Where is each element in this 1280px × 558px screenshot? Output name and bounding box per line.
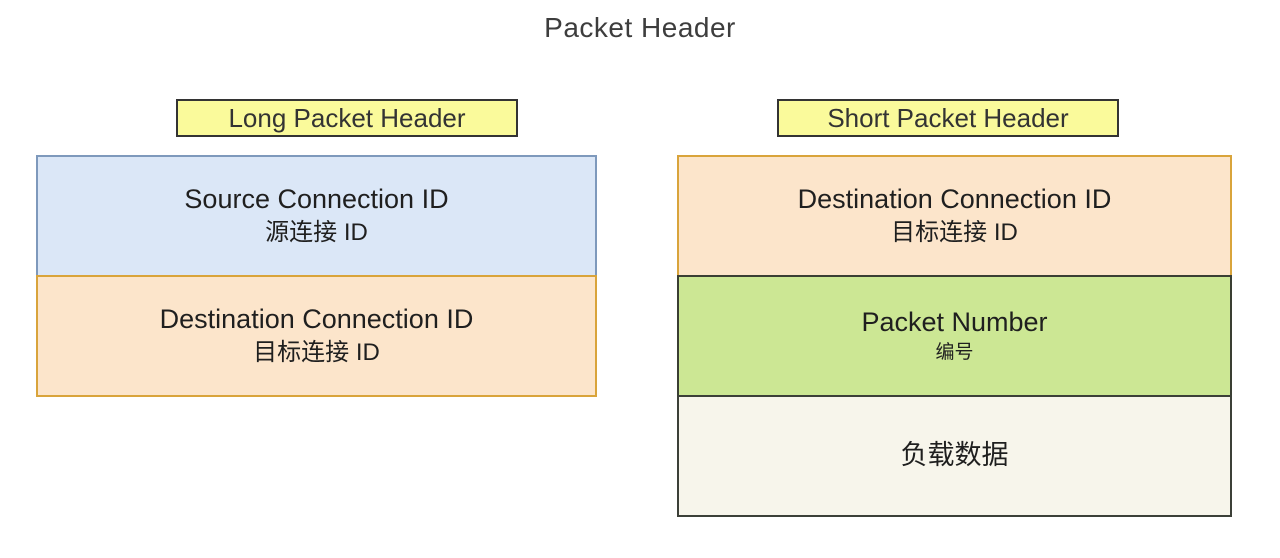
field-payload-data: 负载数据 <box>677 395 1232 517</box>
field-title: Packet Number <box>861 306 1048 337</box>
field-subtitle: 编号 <box>935 341 974 363</box>
long-packet-header-label: Long Packet Header <box>176 99 518 137</box>
field-packet-number: Packet Number 编号 <box>677 275 1232 397</box>
field-subtitle: 源连接 ID <box>265 218 368 246</box>
field-subtitle: 目标连接 ID <box>891 218 1018 246</box>
field-destination-connection-id: Destination Connection ID 目标连接 ID <box>677 155 1232 277</box>
short-packet-header-column: Destination Connection ID 目标连接 ID Packet… <box>677 155 1232 517</box>
field-title: Source Connection ID <box>184 183 449 214</box>
field-title: 负载数据 <box>900 440 1009 471</box>
field-title: Destination Connection ID <box>797 183 1112 214</box>
field-source-connection-id: Source Connection ID 源连接 ID <box>36 155 597 277</box>
short-packet-header-label: Short Packet Header <box>777 99 1119 137</box>
field-subtitle: 目标连接 ID <box>253 338 380 366</box>
long-packet-header-column: Source Connection ID 源连接 ID Destination … <box>36 155 597 397</box>
field-destination-connection-id: Destination Connection ID 目标连接 ID <box>36 275 597 397</box>
diagram-title: Packet Header <box>544 12 736 43</box>
field-title: Destination Connection ID <box>159 303 474 334</box>
